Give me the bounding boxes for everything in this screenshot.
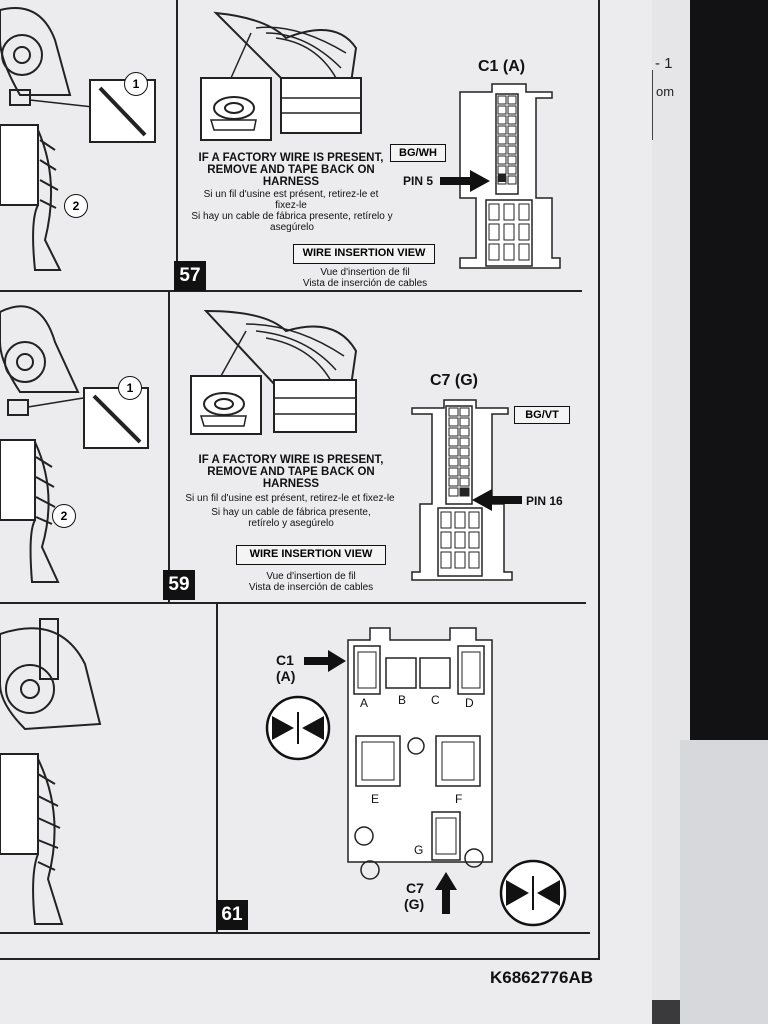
step-number-61: 61 [216,900,248,930]
arrow-left-icon [472,489,522,511]
port-label-a: A [360,696,369,710]
arrow-right-icon [304,650,346,672]
arrow-right-icon [440,170,490,192]
connector-label-57: C1 (A) [478,58,526,75]
back-page-rule [652,70,653,140]
divider [0,602,586,604]
wire-color-badge-57: BG/WH [390,144,446,162]
warning-text-57: IF A FACTORY WIRE IS PRESENT, REMOVE AND… [198,152,384,188]
view-fr-57: Vue d'insertion de fil [320,267,410,278]
arrow-up-icon [435,872,457,914]
divider [168,292,170,602]
step-number-59: 59 [163,570,195,600]
divider [176,0,178,292]
part-number: K6862776AB [490,968,594,987]
fuse-box-diagram [347,627,493,880]
callout-2: 2 [52,504,76,528]
push-together-icon [499,859,567,927]
divider [0,932,590,934]
push-together-icon [265,695,331,761]
left-illustration-top [0,7,156,271]
connector-label-59: C7 (G) [430,372,478,389]
connector-diagram-c7 [411,399,513,581]
wire-insertion-view-label-57: WIRE INSERTION VIEW [293,244,435,264]
view-fr-59: Vue d'insertion de fil [266,571,356,582]
pin-label-57: PIN 5 [403,174,434,188]
c1-label: C1 [276,652,294,668]
back-page-partial-text: om [656,84,675,99]
port-label-b: B [398,693,407,707]
sheet-frame [0,0,600,960]
view-es-59: Vista de inserción de cables [248,582,374,593]
connector-diagram-c1 [459,83,561,269]
port-label-f: F [455,792,463,806]
c7-label: C7 [406,880,424,896]
wire-insertion-view-label-59: WIRE INSERTION VIEW [236,545,386,565]
warning-text-fr-57: Si un fil d'usine est présent, retirez-l… [203,189,379,211]
port-label-e: E [371,792,380,806]
port-label-g: G [414,843,424,857]
left-illustration-bottom [0,618,102,925]
pin-label-59: PIN 16 [526,494,563,508]
wire-color-badge-59: BG/VT [514,406,570,424]
callout-1: 1 [124,72,148,96]
harness-illustration-57 [200,11,362,141]
instruction-sheet: 1 2 1 2 IF A FACTORY WIRE IS PRES [0,0,652,1024]
port-label-c: C [431,693,440,707]
divider [0,290,582,292]
warning-text-es-59: Si hay un cable de fábrica presente, ret… [211,507,371,529]
warning-text-es-57: Si hay un cable de fábrica presente, ret… [191,211,393,233]
warning-text-fr-59: Si un fil d'usine est présent, retirez-l… [185,493,395,504]
back-page-mark: - 1 [655,55,673,72]
view-es-57: Vista de inserción de cables [302,278,428,289]
harness-illustration-59 [190,309,358,435]
c7-sub-label: (G) [404,896,425,912]
callout-2: 2 [64,194,88,218]
step-number-57: 57 [174,261,206,291]
left-illustration-middle [0,305,149,583]
divider [216,602,218,932]
callout-1: 1 [118,376,142,400]
warning-text-59: IF A FACTORY WIRE IS PRESENT, REMOVE AND… [198,454,384,490]
port-label-d: D [465,696,474,710]
background-table [680,740,768,1024]
c1-sub-label: (A) [276,668,296,684]
